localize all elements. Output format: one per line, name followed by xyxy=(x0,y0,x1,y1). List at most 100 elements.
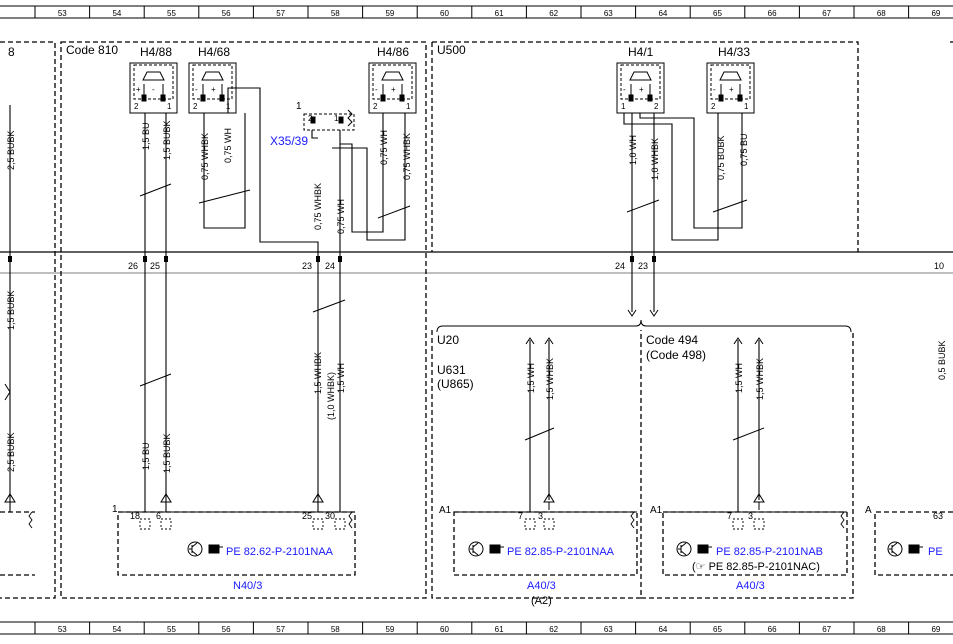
wire-label-w-15bu-top: 1,5 BU xyxy=(141,122,151,150)
ruler-label-top: 64 xyxy=(658,9,667,18)
reference-hand-icon xyxy=(208,544,223,554)
connector-pin-1: 1 xyxy=(296,101,302,112)
wire-label-w-15wh: 1,5 WH xyxy=(336,363,346,393)
speaker-h4-1-pin-label: + xyxy=(639,85,644,94)
a40-b-pin-3: 3 xyxy=(748,511,753,521)
top-ruler xyxy=(0,5,953,19)
speaker-h4-68-pin-label: - xyxy=(195,85,198,94)
ruler-label-bottom: 60 xyxy=(440,625,449,634)
speaker-h4-68-pin-label: + xyxy=(211,85,216,94)
ruler-label-top: 57 xyxy=(276,9,285,18)
reference-hand-icon xyxy=(697,544,712,554)
n40-pin-25: 25 xyxy=(302,511,312,521)
variant-brace xyxy=(436,319,852,333)
u20-label: U20 xyxy=(437,333,459,347)
u865-label: (U865) xyxy=(437,377,474,391)
speaker-h4-88-pin-label: + xyxy=(136,85,141,94)
u631-label: U631 xyxy=(437,363,466,377)
bus-pin-10: 10 xyxy=(934,261,944,271)
wire-label-w-25bubk-left-low: 2,5 BUBK xyxy=(6,432,16,472)
code494-frame xyxy=(641,330,854,599)
a40-3-u631-sub-id: (A2) xyxy=(531,595,552,607)
speaker-h4-33-icon: 2-+1 xyxy=(706,62,755,114)
ruler-label-top: 69 xyxy=(931,9,940,18)
right-fragment-reference-link[interactable]: PE xyxy=(928,546,943,558)
wire-label-w-075wh-c: 0,75 WH xyxy=(336,199,346,234)
left-fragment-module-frame xyxy=(0,511,35,576)
code810-label: Code 810 xyxy=(66,43,118,57)
ruler-label-bottom: 67 xyxy=(822,625,831,634)
n40-3-reference-link[interactable]: PE 82.62-P-2101NAA xyxy=(226,546,334,558)
speaker-h4-1-icon: 1-+2 xyxy=(616,62,665,114)
u500-label: U500 xyxy=(437,43,466,57)
wire-label-w-c494-wh: 1,5 WH xyxy=(734,363,744,393)
a40-u631-a1: A1 xyxy=(439,505,452,516)
wire-label-w-075whbk-a: 0,75 WHBK xyxy=(200,133,210,180)
speaker-h4-86-pin-label: 2 xyxy=(373,102,378,111)
ruler-label-bottom: 58 xyxy=(331,625,340,634)
ruler-label-bottom: 55 xyxy=(167,625,176,634)
wire-label-w-10whbk-alt: (1,0 WHBK) xyxy=(326,372,336,420)
left-fragment-frame xyxy=(0,41,56,599)
wire-label-w-075bubk: 0,75 BUBK xyxy=(716,135,726,180)
ruler-label-bottom: 68 xyxy=(877,625,886,634)
bus-pin-25: 25 xyxy=(150,261,160,271)
ruler-label-top: 62 xyxy=(549,9,558,18)
right-pin-63: 63 xyxy=(933,511,943,521)
speaker-h4-88-pin-label: 2 xyxy=(134,102,139,111)
wire-label-w-u631-whbk: 1,5 WHBK xyxy=(545,358,555,400)
ruler-label-top: 65 xyxy=(713,9,722,18)
a40-3-u631-module-id: A40/3 xyxy=(527,580,556,592)
speaker-h4-86-label: H4/86 xyxy=(377,45,409,59)
wire-label-w-15bubk-top: 1,5 BUBK xyxy=(162,120,172,160)
a40-3-code494-reference-link[interactable]: PE 82.85-P-2101NAB xyxy=(716,546,823,558)
speaker-h4-33-pin-label: 1 xyxy=(744,102,749,111)
wire-label-w-075bu: 0,75 BU xyxy=(739,133,749,166)
reference-hand-icon xyxy=(489,544,504,554)
connector-x35-39-label: X35/39 xyxy=(270,134,308,148)
wire-label-w-15bu-low: 1,5 BU xyxy=(141,442,151,470)
bottom-ruler xyxy=(0,621,953,635)
speaker-h4-33-pin-label: - xyxy=(713,85,716,94)
ruler-label-top: 56 xyxy=(222,9,231,18)
connector-x35-39 xyxy=(303,109,355,131)
a40-code494-a1: A1 xyxy=(650,505,663,516)
speaker-h4-1-label: H4/1 xyxy=(628,45,654,59)
bus-lines xyxy=(0,251,953,274)
ruler-label-bottom: 53 xyxy=(58,625,67,634)
speaker-h4-1-pin-label: - xyxy=(623,85,626,94)
speaker-h4-88-icon: 2+-1 xyxy=(129,62,178,114)
amplifier-icon xyxy=(676,541,692,557)
module-pin-symbols xyxy=(28,511,845,530)
wire-label-w-075whbk-b: 0,75 WHBK xyxy=(402,133,412,180)
ruler-label-bottom: 61 xyxy=(495,625,504,634)
ruler-label-top: 66 xyxy=(768,9,777,18)
speaker-h4-33-pin-label: 2 xyxy=(711,102,716,111)
a40-3-code494-alt-reference[interactable]: (☞ PE 82.85-P-2101NAC) xyxy=(692,561,820,573)
amplifier-icon xyxy=(887,541,903,557)
speaker-h4-88-pin-label: 1 xyxy=(167,102,172,111)
ruler-label-top: 58 xyxy=(331,9,340,18)
wire-label-w-15whbk: 1,5 WHBK xyxy=(313,352,323,394)
wire-label-w-c494-whbk: 1,5 WHBK xyxy=(755,358,765,400)
bus-pin-24-u500: 24 xyxy=(615,261,625,271)
code810-frame xyxy=(60,41,427,599)
speaker-h4-68-label: H4/68 xyxy=(198,45,230,59)
ruler-label-bottom: 62 xyxy=(549,625,558,634)
speaker-h4-1-pin-label: 1 xyxy=(621,102,626,111)
bus-pin-23: 23 xyxy=(302,261,312,271)
bus-pin-26: 26 xyxy=(128,261,138,271)
bus-connectors xyxy=(8,256,656,262)
right-fragment-a: A xyxy=(865,505,872,516)
a40-pin-7: 7 xyxy=(518,511,523,521)
n40-3-module-id: N40/3 xyxy=(233,580,262,592)
n40-pin-1: 1 xyxy=(112,504,118,515)
a40-3-u631-reference-link[interactable]: PE 82.85-P-2101NAA xyxy=(507,546,615,558)
wire-label-w-25bubk-left: 2,5 BUBK xyxy=(6,130,16,170)
a40-3-code494-module-id: A40/3 xyxy=(736,580,765,592)
ruler-label-bottom: 66 xyxy=(768,625,777,634)
wire-label-w-075wh-a: 0,75 WH xyxy=(223,128,233,163)
ruler-label-bottom: 57 xyxy=(276,625,285,634)
ruler-label-top: 60 xyxy=(440,9,449,18)
